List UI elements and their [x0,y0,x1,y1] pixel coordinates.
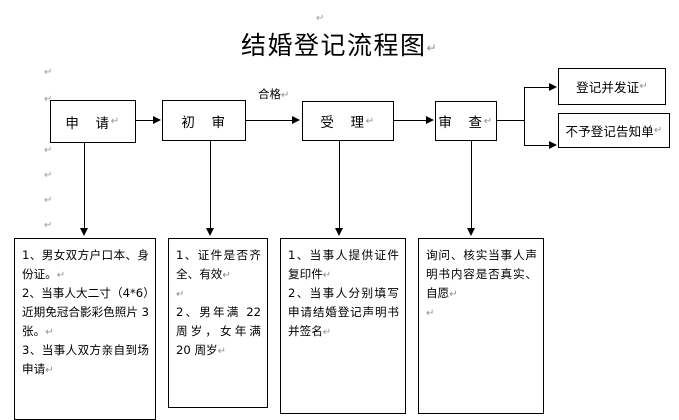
detail-line: 2、男年满 22 周岁，女年满 20 周岁↵ [176,305,261,357]
paragraph-mark-margin-6: ↵ [44,94,53,105]
detail-box-examination[interactable]: 询问、核实当事人声明书内容是否真实、自愿↵ ↵ [418,238,544,414]
connector-preliminary-to-detail [210,141,212,229]
arrowhead-split-to-register [549,83,557,91]
detail-box-apply[interactable]: 1、男女双方户口本、身份证。↵ 2、当事人大二寸（4*6）近期免冠合影彩色照片 … [14,238,156,420]
page-title: 结婚登记流程图↵ [0,26,679,62]
detail-line: 1、男女双方户口本、身份证。↵ [22,248,149,281]
stage-label-apply: 申 请↵ [65,115,121,132]
stage-box-apply[interactable]: 申 请↵ [50,100,136,143]
connector-split-to-refusal [524,145,552,147]
arrowhead-acceptance-to-detail [335,228,343,236]
connector-examination-to-detail [471,141,473,229]
outcome-label-register-and-issue: 登记并发证↵ [576,80,648,95]
outcome-label-refusal-notice: 不予登记告知单↵ [565,124,663,139]
stage-box-preliminary-review[interactable]: 初 审 [162,100,246,141]
detail-line: 1、证件是否齐全、有效↵ [176,248,261,281]
stage-box-examination[interactable]: 审 查↵ [435,101,497,141]
stage-box-acceptance[interactable]: 受 理↵ [302,101,394,141]
detail-line: 2、当事人分别填写申请结婚登记声明书并签名↵ [288,285,399,338]
arrowhead-apply-to-detail [80,228,88,236]
detail-line: 2、当事人大二寸（4*6）近期免冠合影彩色照片 3 张。↵ [22,285,149,338]
paragraph-mark-margin-5: ↵ [44,220,53,231]
paragraph-mark-margin-1: ↵ [44,67,53,78]
detail-line: 1、当事人提供证件复印件↵ [288,248,399,281]
paragraph-mark-top: ↵ [316,13,325,24]
outcome-box-register-and-issue[interactable]: 登记并发证↵ [558,68,666,105]
edge-label-qualified: 合格↵ [258,87,290,101]
arrowhead-acceptance-to-examination [426,116,434,124]
connector-split-to-register [524,87,552,89]
connector-preliminary-to-acceptance [246,120,293,122]
connector-examination-to-split [497,120,525,122]
detail-line-empty: ↵ [176,288,185,300]
connector-acceptance-to-detail [339,141,341,229]
detail-line: 询问、核实当事人声明书内容是否真实、自愿↵ [426,248,537,300]
detail-box-preliminary-review[interactable]: 1、证件是否齐全、有效↵ ↵ 2、男年满 22 周岁，女年满 20 周岁↵ [168,238,268,408]
arrowhead-examination-to-detail [467,228,475,236]
connector-acceptance-to-examination [394,120,427,122]
paragraph-mark-title: ↵ [426,41,439,55]
arrowhead-apply-to-preliminary [153,116,161,124]
page-title-text: 结婚登记流程图 [240,31,427,60]
connector-apply-to-preliminary [136,120,154,122]
paragraph-mark-margin-4: ↵ [44,195,53,206]
detail-line: 3、当事人双方亲自到场申请↵ [22,342,149,376]
split-vertical-bus [524,88,526,146]
arrowhead-preliminary-to-acceptance [292,116,300,124]
outcome-box-refusal-notice[interactable]: 不予登记告知单↵ [558,113,670,148]
arrowhead-split-to-refusal [549,141,557,149]
detail-line-empty: ↵ [426,307,435,319]
paragraph-mark-margin-2: ↵ [44,145,53,156]
arrowhead-preliminary-to-detail [206,228,214,236]
stage-label-examination: 审 查↵ [438,115,494,131]
stage-label-preliminary-review: 初 审 [181,114,227,131]
detail-box-acceptance[interactable]: 1、当事人提供证件复印件↵ 2、当事人分别填写申请结婚登记声明书并签名↵ [280,238,406,414]
paragraph-mark-margin-3: ↵ [44,170,53,181]
connector-apply-to-detail [84,143,86,229]
stage-label-acceptance: 受 理↵ [320,115,376,131]
